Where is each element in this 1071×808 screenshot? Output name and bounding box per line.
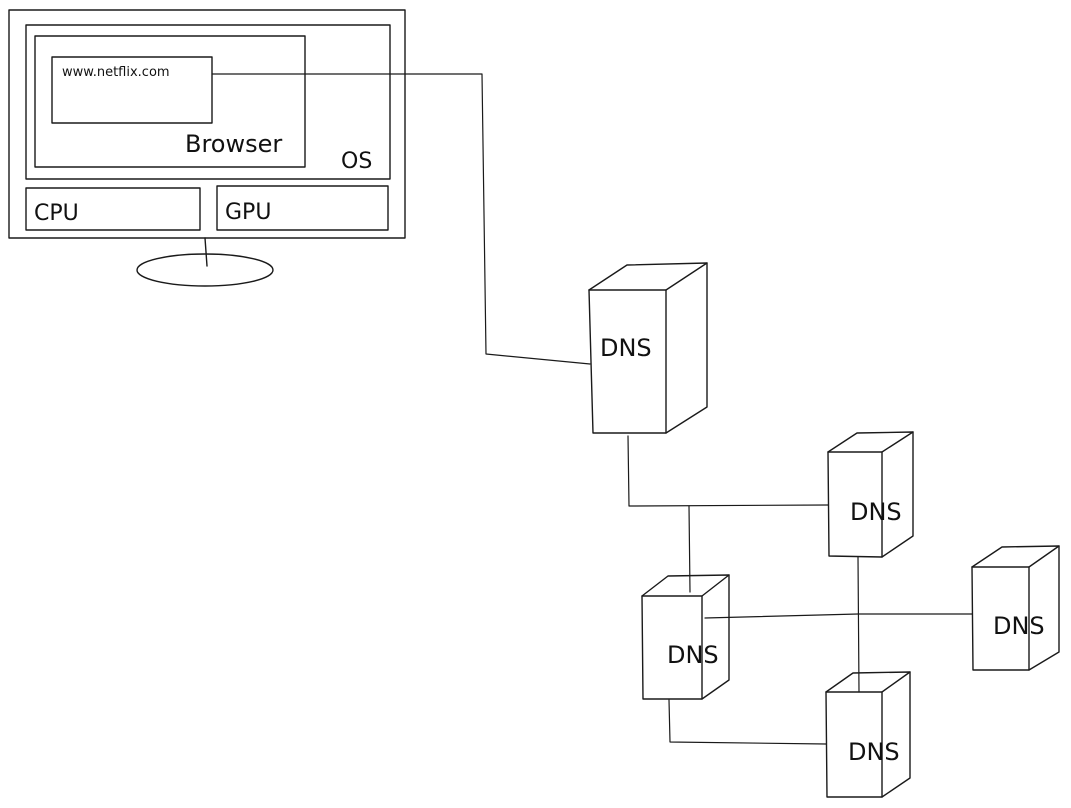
dns-label: DNS <box>850 498 902 526</box>
dns-server: DNS <box>641 574 730 700</box>
dns-server: DNS <box>588 262 708 434</box>
dns-label: DNS <box>848 738 900 766</box>
dns-label: DNS <box>667 641 719 669</box>
dns-server: DNS <box>827 431 914 558</box>
address-bar <box>51 56 213 124</box>
os-label: OS <box>341 149 372 174</box>
wire-dns-top-to-dns-upper-right <box>627 435 829 507</box>
wire-dns-mid-left-to-dns-bottom <box>668 699 827 745</box>
wire-dns-mid-left-to-dns-right <box>704 613 973 619</box>
cpu-label: CPU <box>34 201 79 226</box>
url-text: www.netflix.com <box>62 65 170 80</box>
connections <box>211 73 973 745</box>
wire-browser-to-dns <box>211 73 591 365</box>
os-area <box>25 24 391 180</box>
cpu-box <box>25 187 201 231</box>
monitor-frame <box>8 9 406 239</box>
dns-server: DNS <box>971 545 1060 671</box>
monitor-base <box>136 253 274 287</box>
gpu-box <box>216 185 389 231</box>
browser-window <box>34 35 306 168</box>
browser-label: Browser <box>185 130 282 158</box>
dns-server: DNS <box>825 671 911 798</box>
monitor-neck <box>204 237 208 267</box>
dns-label: DNS <box>993 612 1045 640</box>
computer: www.netflix.com Browser OS CPU GPU <box>8 9 406 287</box>
gpu-label: GPU <box>225 200 271 225</box>
wire-branch-to-dns-mid-left <box>688 505 691 593</box>
dns-label: DNS <box>600 334 652 362</box>
wire-dns-upper-right-to-dns-bottom <box>857 556 860 693</box>
